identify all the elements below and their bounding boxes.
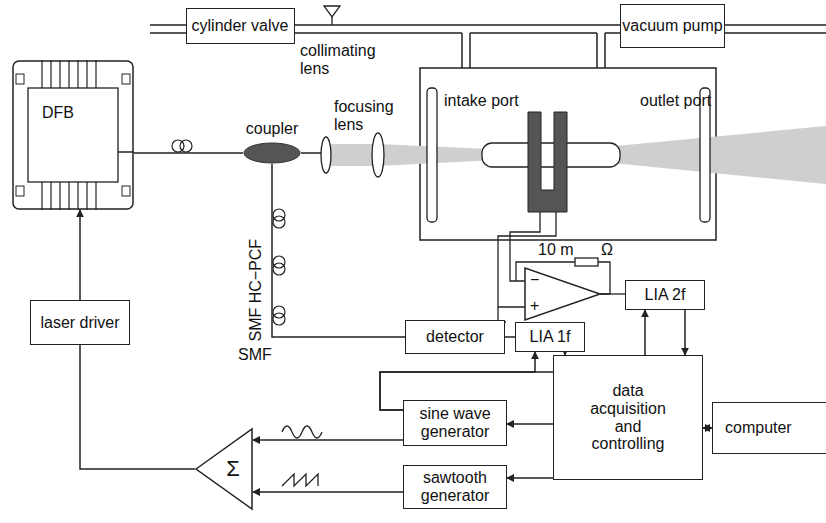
resonator-tube <box>482 143 620 167</box>
op-amp <box>525 268 600 320</box>
lens-symbol <box>372 133 384 177</box>
generator-box: sine wave generator <box>403 400 507 446</box>
connector <box>272 164 405 337</box>
controller-box: data acquisition and controlling <box>553 355 703 480</box>
lens-symbol <box>321 133 384 177</box>
node-label: data acquisition and controlling <box>578 382 678 452</box>
fiber-coil <box>273 216 285 228</box>
laser-module-outline <box>50 60 51 210</box>
process-box: vacuum pump <box>620 4 725 48</box>
laser-module-outline <box>59 60 60 210</box>
chamber-window <box>427 88 437 222</box>
circuit-wire <box>490 212 625 330</box>
connector <box>134 152 243 154</box>
connector <box>684 310 686 355</box>
tuning-fork <box>528 112 567 212</box>
connector <box>505 336 515 338</box>
laser-module-outline <box>41 60 42 210</box>
op-amp <box>525 268 600 320</box>
circuit-label: − <box>530 271 539 289</box>
lens-symbol <box>321 137 331 173</box>
laser-module-outline <box>16 186 24 196</box>
connector <box>253 439 403 441</box>
connector <box>79 210 81 300</box>
laser-module-outline <box>16 74 24 84</box>
fiber-coil <box>273 209 285 221</box>
circuit-label: Ω <box>601 241 613 259</box>
connector <box>507 477 553 479</box>
fiber-stub <box>301 152 322 154</box>
summing-amplifier: Σ <box>195 428 253 510</box>
node-label: coupler <box>223 120 321 138</box>
node-label: sawtooth generator <box>409 469 501 504</box>
node-label: detector <box>426 328 484 346</box>
node-label: Σ <box>208 457 240 481</box>
summing-amplifier-outline <box>195 428 253 510</box>
connector <box>80 345 195 469</box>
node-label: LIA 2f <box>645 286 686 304</box>
fiber-coupler-outline <box>244 143 300 163</box>
laser-module-outline <box>13 61 133 209</box>
fiber-coil <box>180 140 192 152</box>
resistor-symbol <box>575 258 598 266</box>
generator-box: sawtooth generator <box>403 465 507 509</box>
computer-box: computer <box>712 402 826 454</box>
fiber-coil <box>273 256 285 268</box>
process-box: laser driver <box>30 300 130 345</box>
laser-module-outline <box>122 74 130 84</box>
valve-symbol <box>324 6 340 17</box>
fiber-label: SMF HC−PCF <box>247 239 265 342</box>
connector <box>253 491 403 493</box>
lock-in-amplifier: LIA 1f <box>515 322 585 352</box>
waveform-symbol <box>282 426 322 486</box>
port-label: intake port <box>444 92 519 110</box>
laser-module-outline <box>95 60 96 210</box>
fiber-stub <box>301 152 322 154</box>
node-label: DFB <box>42 104 74 122</box>
node-label: cylinder valve <box>192 17 289 35</box>
resistor-symbol <box>575 258 598 266</box>
fiber-coil <box>273 306 285 318</box>
valve-symbol <box>324 6 658 25</box>
laser-module-outline <box>122 186 130 196</box>
process-box: cylinder valve <box>186 8 295 44</box>
connector <box>703 427 712 429</box>
fiber-coupler: coupler <box>243 142 301 164</box>
port-label: outlet port <box>640 92 711 110</box>
waveform-symbol <box>282 474 318 486</box>
gas-pipe <box>462 33 605 68</box>
laser-beam <box>325 126 826 184</box>
tuning-fork <box>528 112 567 212</box>
fiber-coil <box>273 263 285 275</box>
node-label: computer <box>725 419 792 437</box>
fiber-coupler-outline <box>243 142 301 164</box>
fiber-coil <box>273 313 285 325</box>
node-label: laser driver <box>40 314 119 332</box>
detector-box: detector <box>405 320 505 354</box>
summing-amplifier-outline <box>196 429 252 509</box>
laser-module-outline <box>86 60 87 210</box>
waveform-symbol <box>282 426 322 438</box>
lock-in-amplifier: LIA 2f <box>625 280 705 310</box>
laser-module-outline <box>68 60 69 210</box>
node-label: sine wave generator <box>409 405 501 440</box>
node-label: vacuum pump <box>622 17 723 35</box>
circuit-label: 10 m <box>538 241 574 259</box>
fiber-coil <box>172 140 285 325</box>
node-label: LIA 1f <box>530 328 571 346</box>
circuit-label: + <box>530 297 539 315</box>
laser-module: DFB <box>12 60 134 210</box>
laser-module-outline <box>118 151 134 153</box>
fiber-label: SMF <box>238 346 272 364</box>
connector <box>507 423 553 425</box>
lens-label: focusing lens <box>334 98 412 135</box>
lens-label: collimating lens <box>300 42 396 79</box>
laser-module-outline <box>12 60 134 210</box>
resonator-tube <box>482 143 620 167</box>
circuit-wire <box>600 293 625 294</box>
valve-symbol <box>331 17 332 25</box>
laser-module-outline <box>77 60 78 210</box>
laser-module-outline <box>28 88 118 182</box>
